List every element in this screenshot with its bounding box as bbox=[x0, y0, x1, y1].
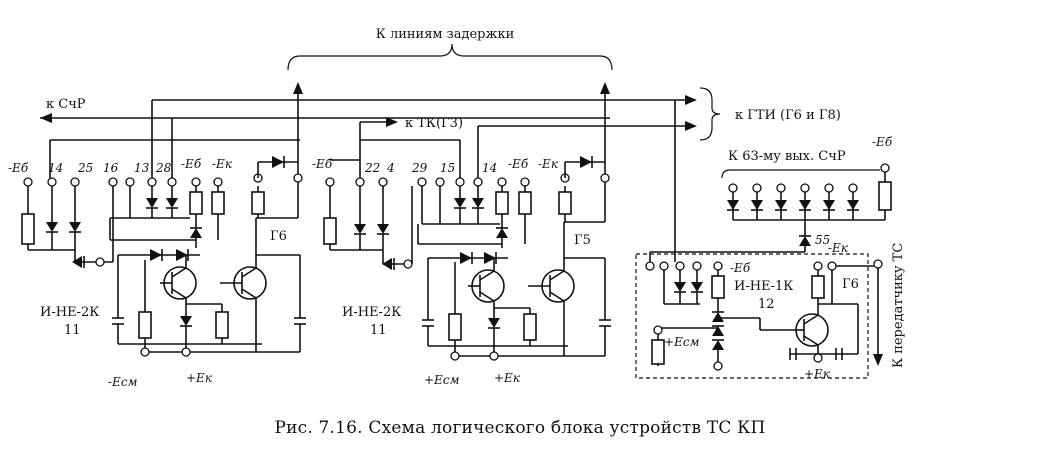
arrow-up-delay-2 bbox=[600, 82, 610, 94]
block3-name: И-НЕ-1К bbox=[734, 279, 793, 294]
block2-and-diodes bbox=[417, 186, 532, 248]
block2-top-diode bbox=[330, 156, 605, 178]
neg-eb-3: -Eб bbox=[312, 157, 333, 171]
block1-ref: 11 bbox=[64, 323, 81, 338]
arrow-up-delay-1 bbox=[293, 82, 303, 94]
to-63rd-output-label: К 63-му вых. СчР bbox=[728, 149, 846, 164]
block2-name: И-НЕ-2К bbox=[342, 305, 401, 320]
block1-transistor-stage bbox=[112, 182, 306, 357]
block1-name: И-НЕ-2К bbox=[40, 305, 99, 320]
to-gti-label: к ГТИ (Г6 и Г8) bbox=[735, 108, 841, 123]
pin-13: 13 bbox=[134, 161, 150, 175]
block3-frame bbox=[635, 253, 869, 379]
pos-ecm-3: +Eсм bbox=[664, 335, 700, 349]
pos-ek-2: +Eк bbox=[494, 371, 521, 385]
pin-29: 29 bbox=[411, 161, 428, 175]
pin-22: 22 bbox=[364, 161, 380, 175]
block3-terminals bbox=[645, 259, 883, 271]
block1-terminals bbox=[23, 173, 303, 187]
pos-ek-1: +Eк bbox=[186, 371, 213, 385]
to-ts-transmitter-label: К передатчику ТС bbox=[891, 243, 906, 368]
pin-16: 16 bbox=[103, 161, 119, 175]
figure-caption: Рис. 7.16. Схема логического блока устро… bbox=[274, 418, 766, 438]
arrow-left-schr bbox=[40, 113, 52, 123]
block2-ref: 11 bbox=[370, 323, 387, 338]
gti-bracket bbox=[699, 87, 721, 141]
block2-transistor-stage bbox=[422, 182, 611, 361]
neg-eb-2: -Eб bbox=[181, 157, 202, 171]
block3-ref: 12 bbox=[758, 297, 775, 312]
block2-terminals bbox=[325, 173, 610, 187]
delay-lines-label: К линиям задержки bbox=[376, 27, 515, 42]
pin-14a: 14 bbox=[48, 161, 63, 175]
pin-28: 28 bbox=[155, 161, 172, 175]
g6-label-b: Г6 bbox=[842, 277, 859, 292]
neg-eb-4: -Eб bbox=[508, 157, 529, 171]
pos-ecm-2: +Eсм bbox=[424, 373, 460, 387]
g6-label-a: Г6 bbox=[270, 229, 287, 244]
arrow-right-gti-2 bbox=[685, 121, 697, 131]
arrow-right-gti-1 bbox=[685, 95, 697, 105]
neg-ecm-1: -Eсм bbox=[108, 375, 138, 389]
arrow-down-ts bbox=[873, 354, 883, 366]
pin-4: 4 bbox=[386, 161, 395, 175]
neg-ek-2: -Eк bbox=[538, 157, 559, 171]
neg-eb-6: -Eб bbox=[730, 261, 751, 275]
bus-lines bbox=[40, 82, 697, 262]
pin-15: 15 bbox=[440, 161, 455, 175]
neg-eb-5: -Eб bbox=[872, 135, 893, 149]
pin-14b: 14 bbox=[482, 161, 497, 175]
to-tk-label: к ТК(Г3) bbox=[405, 116, 463, 131]
block3-circuit bbox=[651, 265, 883, 371]
delay-lines-bracket bbox=[287, 43, 613, 71]
to-schr-label: к СчР bbox=[46, 97, 86, 112]
neg-eb-1: -Eб bbox=[8, 161, 29, 175]
g5-label: Г5 bbox=[574, 233, 591, 248]
pin-55: 55 bbox=[815, 233, 830, 247]
block1-top-diode bbox=[257, 156, 298, 178]
block2-input-network bbox=[323, 186, 413, 270]
schr-63-diode-array bbox=[649, 163, 892, 262]
neg-ek-1: -Eк bbox=[212, 157, 233, 171]
block1-and-diodes bbox=[109, 186, 225, 248]
arrow-right-tk bbox=[386, 117, 398, 127]
block1-input-network bbox=[21, 186, 114, 268]
pos-ek-3: +Eк bbox=[804, 367, 831, 381]
pin-25: 25 bbox=[77, 161, 93, 175]
neg-ek-3: -Eк bbox=[828, 241, 849, 255]
